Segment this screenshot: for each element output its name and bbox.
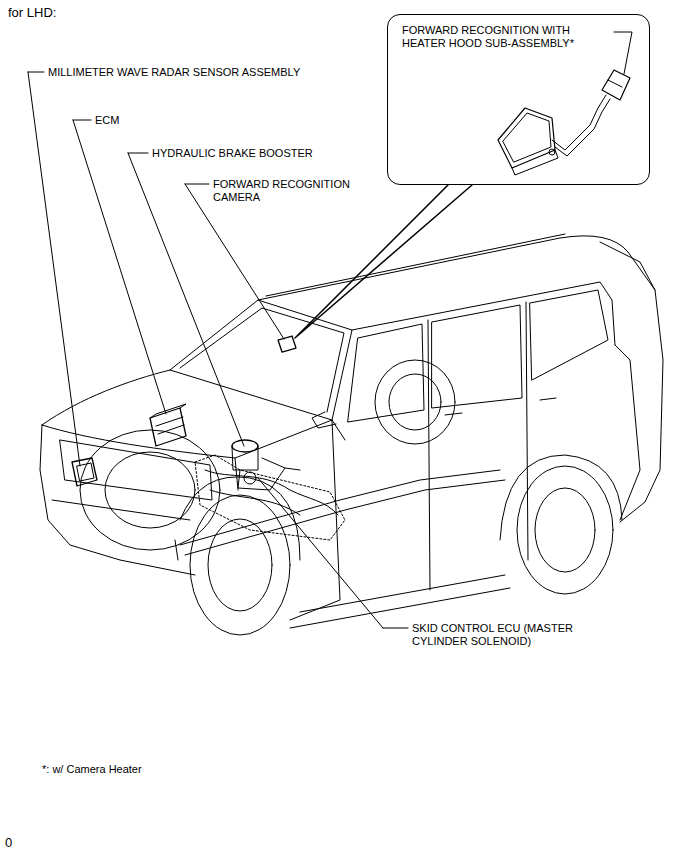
callout-box: FORWARD RECOGNITION WITH HEATER HOOD SUB… (387, 14, 650, 185)
variant-note: for LHD: (8, 5, 56, 20)
callout-title: FORWARD RECOGNITION WITH HEATER HOOD SUB… (402, 24, 587, 50)
footnote: *: w/ Camera Heater (42, 763, 142, 776)
page-number: 0 (5, 835, 12, 850)
part-name: SKID CONTROL ECU (MASTER CYLINDER SOLENO… (412, 622, 592, 648)
part-name: MILLIMETER WAVE RADAR SENSOR ASSEMBLY (48, 66, 300, 79)
part-name: FORWARD RECOGNITION CAMERA (213, 178, 363, 204)
part-name: HYDRAULIC BRAKE BOOSTER (152, 147, 313, 160)
part-name: ECM (95, 114, 119, 127)
